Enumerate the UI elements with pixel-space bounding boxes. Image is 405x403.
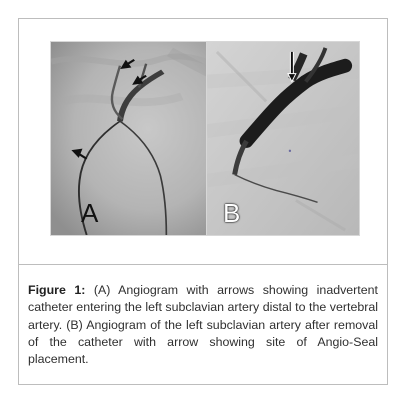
angiogram-b-image [207, 42, 359, 235]
panel-a-label: A [81, 198, 99, 228]
arrow-icon [287, 51, 297, 83]
arrow-icon [71, 59, 147, 160]
angiogram-a-image [51, 42, 227, 235]
angiogram-panel-b: B [206, 41, 360, 236]
caption-label: Figure 1: [28, 283, 86, 297]
angiogram-panel-a: A [50, 41, 228, 236]
panel-b-label: B [223, 198, 241, 228]
caption-divider [18, 264, 388, 265]
figure-caption: Figure 1: (A) Angiogram with arrows show… [28, 282, 378, 368]
caption-text: (A) Angiogram with arrows showing inadve… [28, 283, 378, 367]
